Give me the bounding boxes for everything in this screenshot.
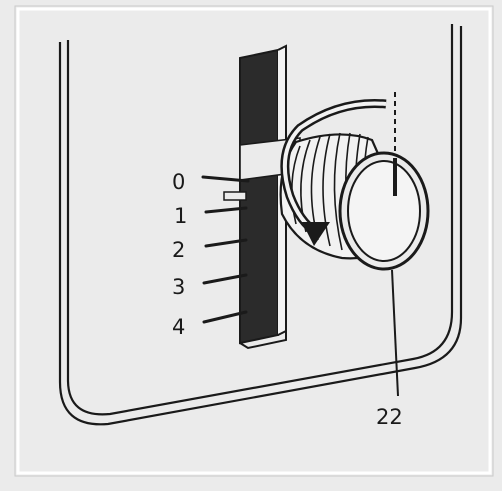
housing-outline-outer	[58, 26, 463, 426]
figure-frame-outline	[14, 5, 494, 477]
rotation-arrow	[280, 99, 387, 246]
scale-label-0: 0	[172, 170, 185, 194]
rotation-arrow-shaft-highlight	[282, 101, 387, 234]
control-slot-bottom	[239, 331, 287, 350]
tick-2	[204, 238, 248, 248]
knob-face-inner	[347, 160, 421, 262]
scale-ticks	[201, 175, 250, 324]
housing-outline-inner	[66, 24, 454, 416]
scale-label-1: 1	[174, 204, 187, 228]
tick-1	[204, 206, 248, 214]
tick-3	[202, 273, 248, 285]
tick-4	[202, 310, 248, 324]
figure-frame	[16, 7, 492, 475]
tick-0	[201, 175, 250, 183]
scale-label-2: 2	[172, 238, 185, 262]
rotation-arrow-head	[302, 222, 330, 246]
scale-labels: 0 1 2 3 4	[172, 170, 187, 339]
scale-label-3: 3	[172, 275, 185, 299]
scale-label-4: 4	[172, 315, 185, 339]
callout-leader	[391, 269, 399, 397]
rotary-knob	[279, 92, 430, 271]
position-marker	[223, 191, 247, 201]
callout-label-22: 22	[376, 405, 403, 429]
